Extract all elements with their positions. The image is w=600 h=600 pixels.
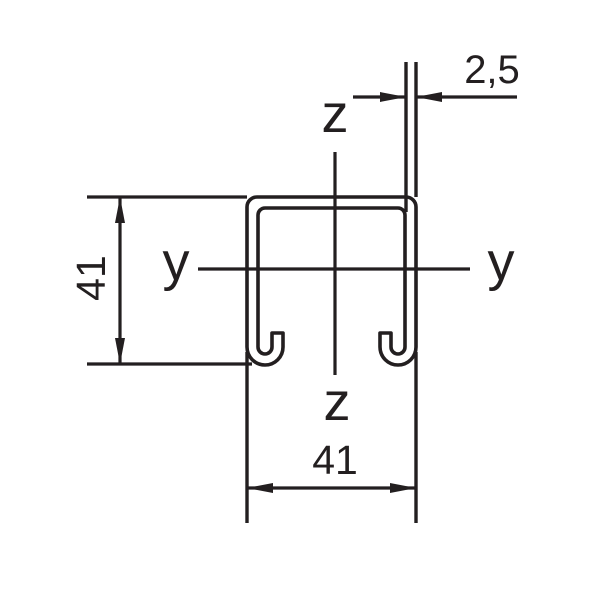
height-dimension-label: 41	[68, 255, 114, 301]
y-axis-label-right: y	[488, 232, 515, 292]
thickness-arrow-left	[380, 92, 406, 102]
height-arrow-up	[115, 197, 125, 223]
labels-group: 2,5 z z y y 41 41	[68, 48, 520, 483]
z-axis-label-top: z	[322, 84, 349, 144]
thickness-dimension-label: 2,5	[464, 48, 520, 92]
profile-outline	[245, 195, 418, 367]
width-arrow-right	[390, 483, 416, 493]
linework-group	[87, 62, 517, 523]
width-arrow-left	[247, 483, 273, 493]
thickness-arrow-right	[416, 92, 442, 102]
z-axis-label-bottom: z	[324, 372, 351, 432]
y-axis-label-left: y	[163, 232, 190, 292]
arrowheads-group	[115, 92, 442, 493]
height-arrow-down	[115, 338, 125, 364]
width-dimension-label: 41	[312, 437, 358, 483]
